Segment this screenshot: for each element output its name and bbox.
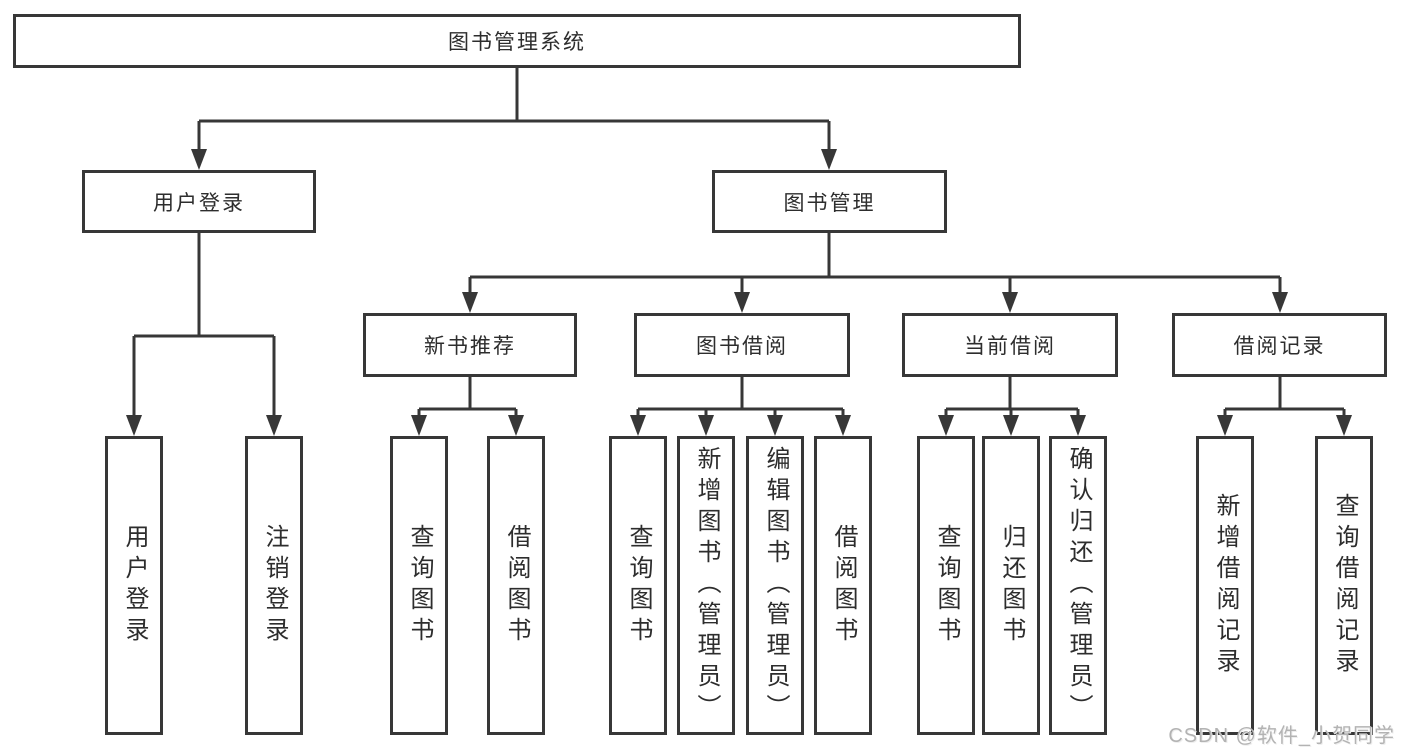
arrow-down-icon (938, 415, 954, 436)
arrow-down-icon (1003, 415, 1019, 436)
arrow-down-icon (630, 415, 646, 436)
arrow-down-icon (508, 415, 524, 436)
arrow-down-icon (1002, 292, 1018, 313)
arrow-down-icon (1336, 415, 1352, 436)
node-book-management: 图书管理 (712, 170, 947, 233)
node-leaf-user-login: 用户登录 (105, 436, 163, 735)
watermark-csdn: CSDN @软件_小贺同学 (1168, 725, 1395, 747)
arrow-down-icon (266, 415, 282, 436)
node-leaf-logout: 注销登录 (245, 436, 303, 735)
node-query-books: 查询图书 (390, 436, 448, 735)
arrow-down-icon (698, 415, 714, 436)
node-edit-book-admin: 编辑图书（管理员） (746, 436, 804, 735)
arrow-down-icon (835, 415, 851, 436)
node-new-book-recommend: 新书推荐 (363, 313, 577, 377)
node-query-books: 查询图书 (917, 436, 975, 735)
node-library-management-system: 图书管理系统 (13, 14, 1021, 68)
node-add-book-admin: 新增图书（管理员） (677, 436, 735, 735)
arrow-down-icon (411, 415, 427, 436)
node-borrow-books: 借阅图书 (487, 436, 545, 735)
arrow-down-icon (767, 415, 783, 436)
arrow-down-icon (1272, 292, 1288, 313)
node-confirm-return-admin: 确认归还（管理员） (1049, 436, 1107, 735)
arrow-down-icon (734, 292, 750, 313)
node-query-books: 查询图书 (609, 436, 667, 735)
node-return-books: 归还图书 (982, 436, 1040, 735)
arrow-down-icon (126, 415, 142, 436)
node-borrow-records: 借阅记录 (1172, 313, 1387, 377)
arrow-down-icon (1217, 415, 1233, 436)
arrow-down-icon (462, 292, 478, 313)
node-user-login: 用户登录 (82, 170, 316, 233)
node-current-borrow: 当前借阅 (902, 313, 1118, 377)
node-query-borrow-record: 查询借阅记录 (1315, 436, 1373, 735)
node-borrow-books: 借阅图书 (814, 436, 872, 735)
arrow-down-icon (821, 149, 837, 170)
arrow-down-icon (191, 149, 207, 170)
arrow-down-icon (1070, 415, 1086, 436)
node-book-borrow: 图书借阅 (634, 313, 850, 377)
node-add-borrow-record: 新增借阅记录 (1196, 436, 1254, 735)
